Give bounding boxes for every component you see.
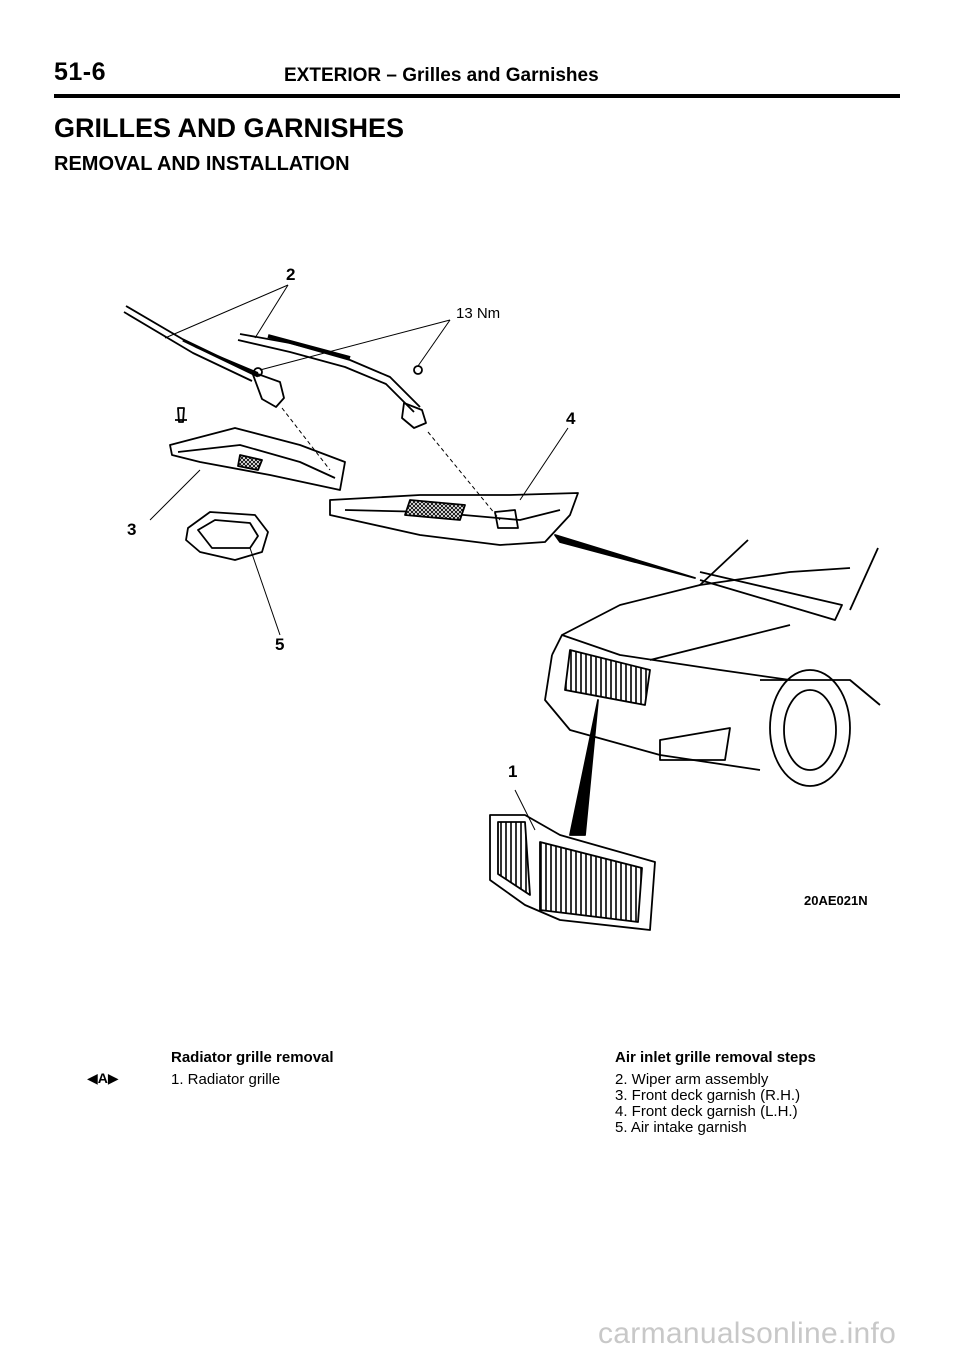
- callout-5: 5: [275, 635, 284, 654]
- wiper-arm-left: [123, 305, 285, 408]
- watermark: carmanualsonline.info: [598, 1317, 897, 1350]
- pointer-wedge-grille: [569, 699, 599, 836]
- clip-fastener: [175, 407, 187, 423]
- callout-2: 2: [286, 265, 295, 284]
- wiper-nut-right: [413, 365, 423, 375]
- exploded-view-diagram: 2 13 Nm 4 3 5 1 20AE021N: [123, 265, 881, 931]
- header-rule: [54, 94, 900, 98]
- callout-3: 3: [127, 520, 136, 539]
- procedure-step: 3. Front deck garnish (R.H.): [615, 1087, 801, 1104]
- procedure-step: 2. Wiper arm assembly: [615, 1071, 769, 1088]
- figure-code: 20AE021N: [804, 893, 868, 908]
- service-point-mark: ◀A▶: [87, 1070, 119, 1086]
- procedure-step: 4. Front deck garnish (L.H.): [615, 1103, 798, 1120]
- callout-1: 1: [508, 762, 517, 781]
- header-title: EXTERIOR – Grilles and Garnishes: [284, 65, 599, 86]
- section-title: GRILLES AND GARNISHES: [54, 113, 405, 143]
- wiper-arm-right: [237, 333, 427, 429]
- page-number: 51-6: [54, 58, 107, 86]
- pointer-wedge-cowl: [554, 534, 696, 579]
- radiator-procedure: Radiator grille removal 1. Radiator gril…: [171, 1050, 334, 1088]
- torque-spec: 13 Nm: [456, 305, 500, 322]
- air-inlet-procedure: Air inlet grille removal steps 2. Wiper …: [615, 1050, 816, 1136]
- procedure-step: 1. Radiator grille: [171, 1071, 281, 1088]
- procedure-heading: Radiator grille removal: [171, 1049, 334, 1066]
- leader-lines: [149, 284, 569, 831]
- procedure-heading: Air inlet grille removal steps: [615, 1049, 816, 1066]
- radiator-grille: [489, 814, 656, 931]
- wiper-nut-left: [253, 367, 263, 377]
- front-deck-garnish-rh: [169, 427, 346, 491]
- subsection-title: REMOVAL AND INSTALLATION: [54, 153, 350, 175]
- procedure-step: 5. Air intake garnish: [615, 1119, 747, 1136]
- car-front: [544, 539, 881, 787]
- air-intake-garnish: [185, 511, 269, 561]
- front-deck-garnish-lh: [329, 492, 579, 546]
- callout-4: 4: [566, 409, 576, 428]
